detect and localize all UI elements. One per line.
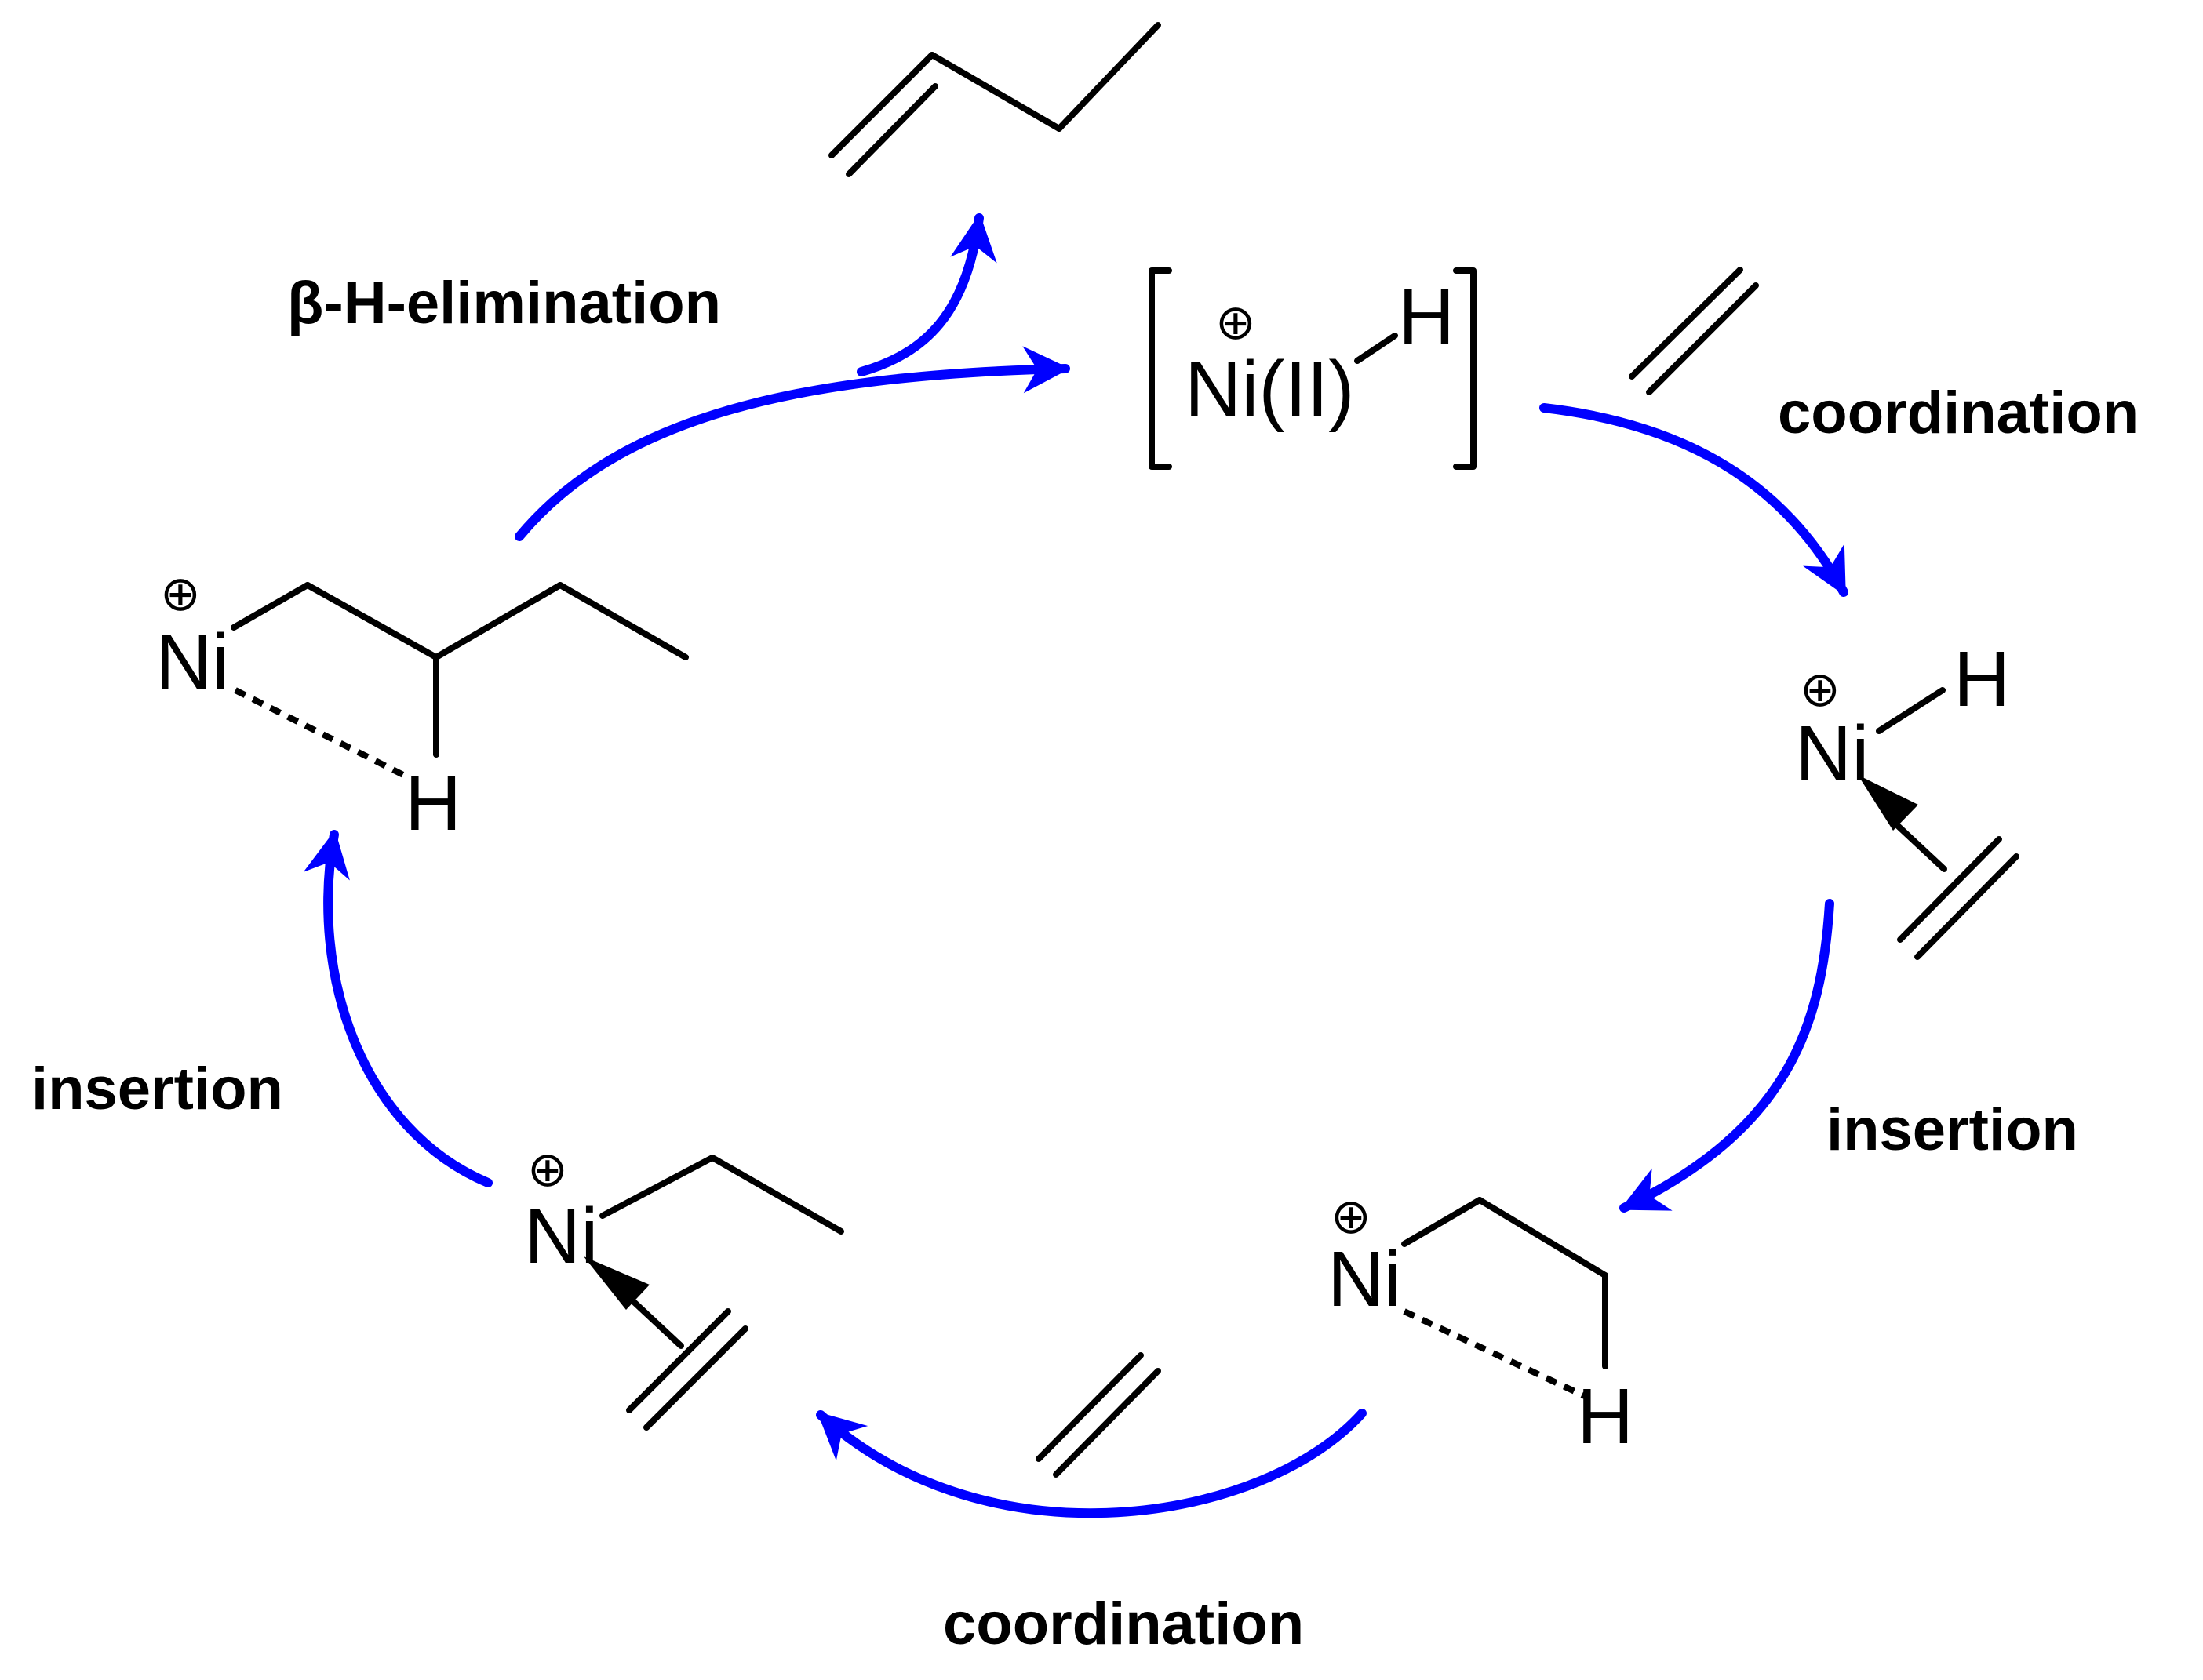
ni-charge: ⊕ (1331, 1187, 1371, 1245)
ni-charge: ⊕ (527, 1140, 568, 1198)
ni-label: Ni (524, 1192, 598, 1280)
beta-h-elimination-arrow (515, 346, 1070, 541)
coordination-arrow-top (1539, 403, 1848, 597)
coordination-label-bottom: coordination (943, 1591, 1304, 1657)
ni-ethyl-ethylene-complex: ⊕ Ni (524, 1140, 844, 1431)
ni-hydride-ethylene-complex: ⊕ Ni H (1795, 635, 2019, 960)
coordination-label-top: coordination (1778, 380, 2139, 446)
left-bracket (1149, 267, 1172, 470)
ethylene-top (1629, 267, 1759, 395)
butene-product (828, 22, 1161, 177)
agostic-h-label: H (1577, 1373, 1633, 1460)
right-bracket (1453, 267, 1477, 470)
ethylene-bottom (1036, 1352, 1161, 1478)
ni-butyl-agostic-complex: ⊕ Ni H (155, 565, 689, 847)
insertion-arrow-right (1619, 899, 1834, 1213)
h-label: H (1954, 635, 2010, 723)
cycle-arrows (303, 213, 1848, 1518)
ni-label: Ni (155, 618, 229, 706)
insertion-arrow-left (303, 830, 493, 1187)
insertion-label-right: insertion (1826, 1096, 2078, 1163)
coordination-arrow (584, 1256, 650, 1310)
ni-charge: ⊕ (1800, 660, 1841, 718)
ni-label: Ni (1795, 710, 1869, 798)
step-labels: β-H-elimination coordination insertion c… (31, 270, 2139, 1657)
ni-label: Ni (1327, 1235, 1401, 1323)
ni-ii-charge: ⊕ (1215, 293, 1256, 351)
butene-release-arrow (857, 213, 997, 376)
coordination-arrow-bottom (816, 1409, 1367, 1518)
insertion-label-left: insertion (31, 1056, 283, 1122)
beta-h-elimination-label: β-H-elimination (287, 270, 721, 336)
ni-ethyl-agostic-complex: ⊕ Ni H (1327, 1187, 1633, 1460)
nickel-hydride-complex: ⊕ Ni(II) H (1149, 267, 1477, 470)
agostic-h-label: H (405, 759, 461, 847)
ni-charge: ⊕ (160, 565, 201, 622)
ni-ii-label: Ni(II) (1185, 345, 1355, 433)
coordination-arrow (1858, 775, 1918, 831)
hydride-h-label: H (1398, 273, 1455, 361)
